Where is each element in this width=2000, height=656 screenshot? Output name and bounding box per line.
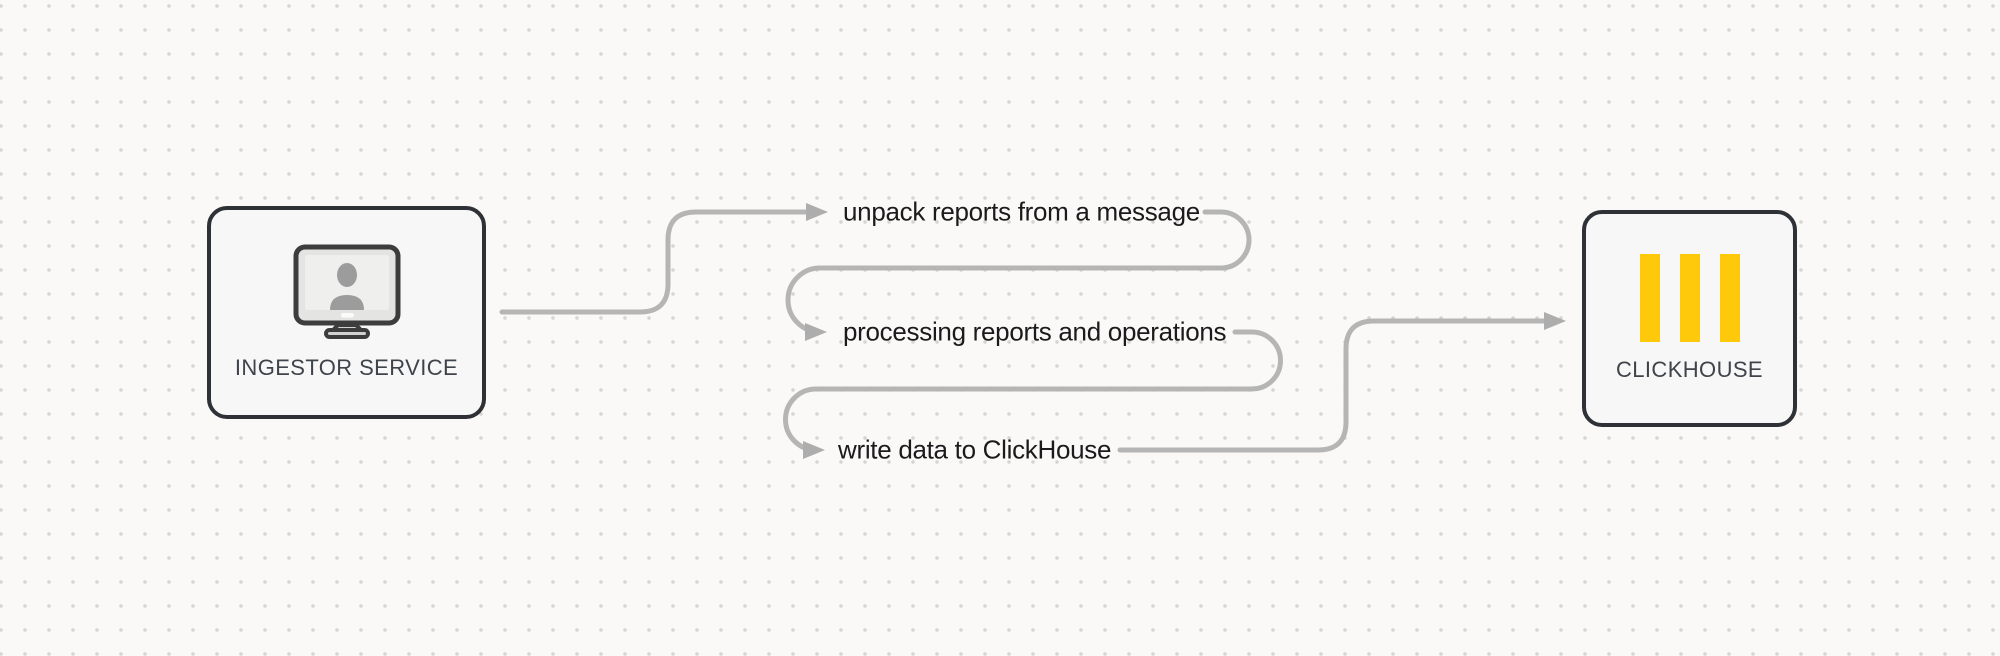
connector-ingestor-to-step1	[499, 209, 809, 315]
arrowhead-clickhouse-icon	[1544, 312, 1566, 330]
step-label-processing[interactable]: processing reports and operations	[843, 316, 1227, 347]
node-label-clickhouse: CLICKHOUSE	[1615, 357, 1764, 382]
connector-step1-to-step2	[785, 209, 1252, 335]
step-label-write[interactable]: write data to ClickHouse	[838, 434, 1112, 465]
connector-step2-to-step3	[783, 329, 1283, 453]
step-label-unpack[interactable]: unpack reports from a message	[843, 196, 1200, 227]
node-ingestor-service[interactable]: INGESTOR SERVICE	[207, 206, 486, 419]
clickhouse-bars-icon	[1639, 254, 1740, 342]
node-clickhouse[interactable]: CLICKHOUSE	[1582, 210, 1797, 427]
monitor-user-icon	[293, 244, 400, 339]
arrowhead-step3-icon	[803, 441, 825, 459]
arrowhead-step1-icon	[806, 203, 828, 221]
arrowhead-step2-icon	[805, 323, 827, 341]
node-label-ingestor: INGESTOR SERVICE	[234, 355, 459, 380]
